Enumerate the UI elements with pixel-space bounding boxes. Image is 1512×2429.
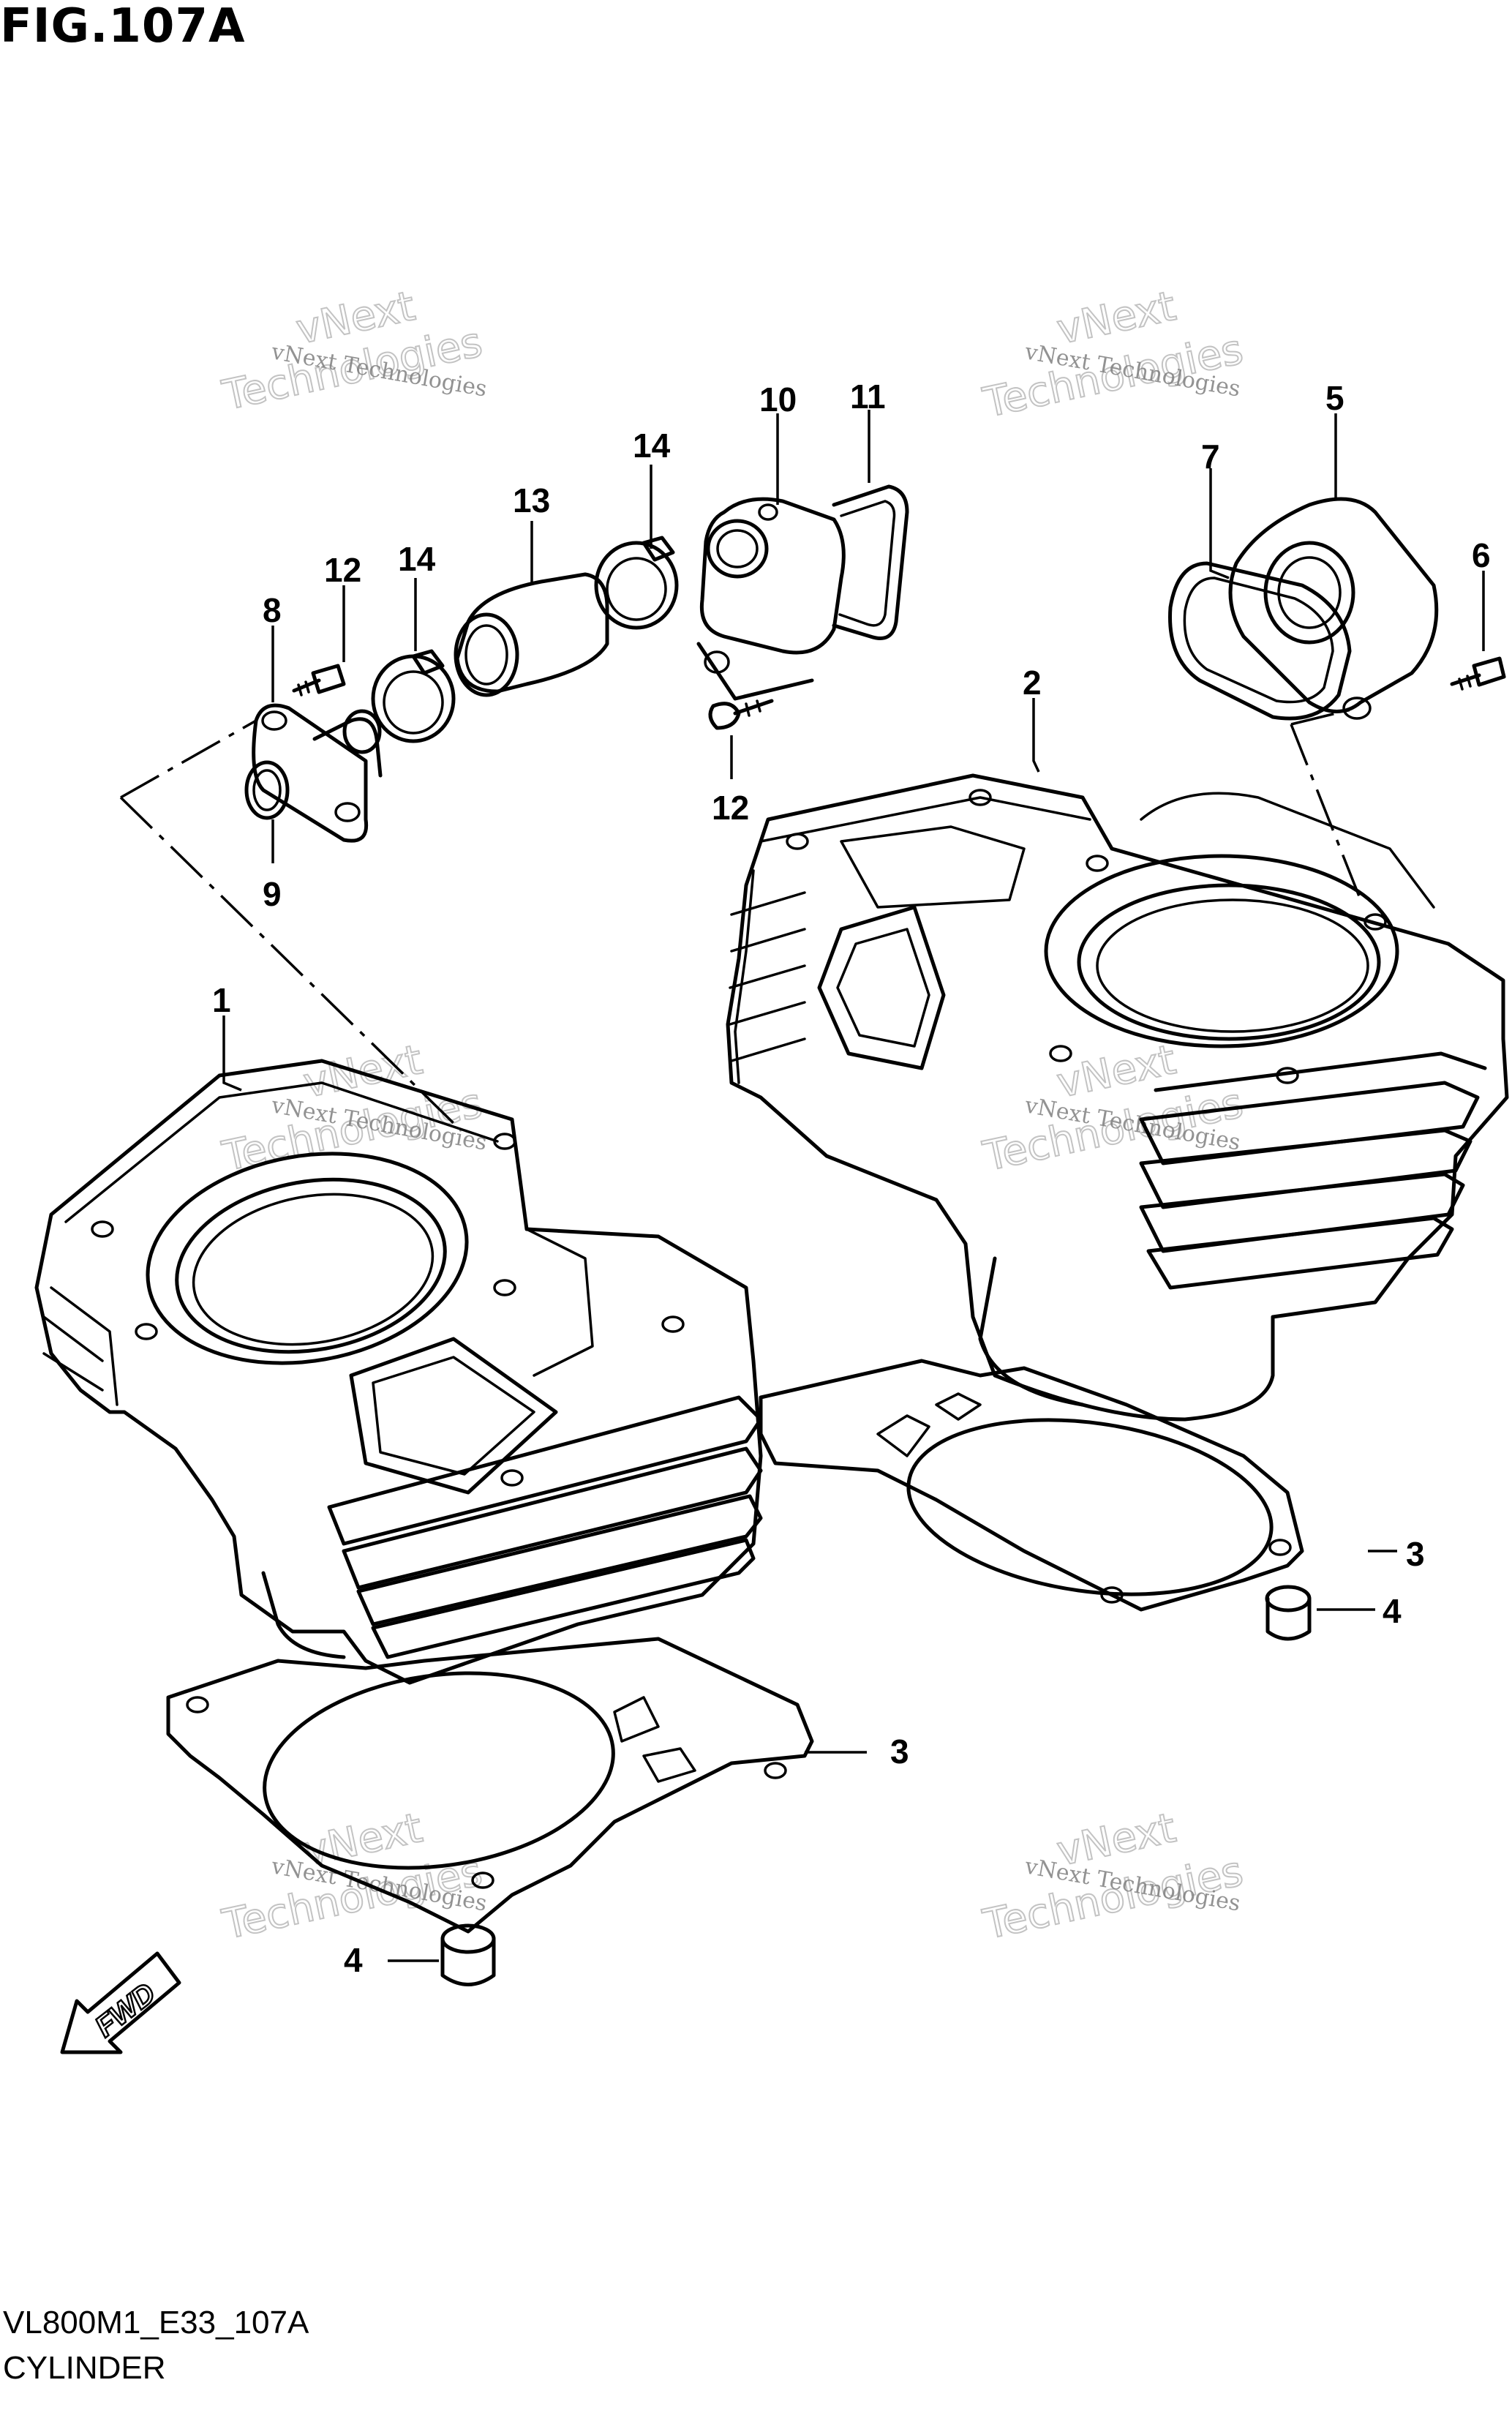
callout-10: 10 xyxy=(759,380,797,418)
part-13-hose xyxy=(454,572,609,697)
part-2-rear-cylinder xyxy=(726,773,1509,1422)
watermark-low-left: Technologies vNext vNext Technologies xyxy=(217,1803,489,1950)
watermark-mid-left: Technologies vNext vNext Technologies xyxy=(217,1035,489,1182)
fwd-direction-arrow: FWD xyxy=(60,1951,181,2054)
part-5-outlet xyxy=(1228,497,1439,720)
callout-6: 6 xyxy=(1472,536,1491,574)
part-11-gasket xyxy=(832,484,909,640)
callout-3-upper: 3 xyxy=(1406,1535,1425,1573)
callout-13: 13 xyxy=(513,481,550,519)
callout-1: 1 xyxy=(212,981,231,1019)
callout-9: 9 xyxy=(263,875,282,913)
callout-14-left: 14 xyxy=(398,540,436,578)
part-3-gasket-upper xyxy=(759,1359,1304,1612)
callout-14-right: 14 xyxy=(633,427,671,465)
part-9-o-ring xyxy=(244,760,290,820)
watermark-top-right: Technologies vNext vNext Technologies xyxy=(978,282,1247,428)
part-7-gasket xyxy=(1168,561,1352,721)
part-4-dowel-upper xyxy=(1265,1585,1312,1641)
callout-4-lower: 4 xyxy=(344,1941,363,1979)
part-14-clamp-right xyxy=(594,536,679,630)
figure-title: FIG.107A xyxy=(0,0,246,53)
part-10-housing xyxy=(696,497,846,701)
watermark-top-left: Technologies vNext vNext Technologies xyxy=(217,282,489,421)
callouts: 1 2 3 3 4 4 5 6 7 8 9 10 11 12 12 13 14 … xyxy=(212,378,1491,1979)
part-12-bolt-left xyxy=(292,664,346,697)
watermark-low-right: Technologies vNext vNext Technologies xyxy=(978,1803,1247,1950)
fwd-label: FWD xyxy=(89,1977,162,2043)
callout-3-lower: 3 xyxy=(890,1732,909,1771)
figure-name: CYLINDER xyxy=(3,2350,166,2386)
part-3-gasket-lower xyxy=(166,1637,814,1934)
assembly-lines xyxy=(119,707,1362,1128)
leader-lines xyxy=(222,410,1485,1962)
callout-8: 8 xyxy=(263,591,282,629)
callout-5: 5 xyxy=(1325,379,1344,417)
figure-code: VL800M1_E33_107A xyxy=(3,2305,309,2340)
callout-2: 2 xyxy=(1023,664,1042,702)
callout-11: 11 xyxy=(850,378,886,416)
part-14-clamp-left xyxy=(371,649,456,743)
part-12-bolt-right xyxy=(708,699,774,730)
part-4-dowel-lower xyxy=(440,1923,496,1986)
callout-12-lower: 12 xyxy=(712,789,749,827)
callout-4-upper: 4 xyxy=(1383,1592,1402,1630)
part-1-front-cylinder xyxy=(34,1059,763,1685)
part-8-fitting xyxy=(252,703,383,843)
callout-7: 7 xyxy=(1201,438,1220,476)
part-6-bolt xyxy=(1450,656,1506,691)
callout-12-upper: 12 xyxy=(324,551,361,589)
